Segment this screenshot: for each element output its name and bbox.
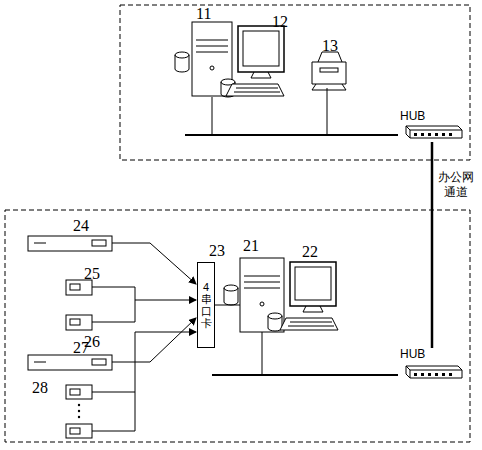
hub-label: HUB <box>400 348 425 360</box>
network-link <box>431 142 434 348</box>
hub-device: HUB <box>398 110 464 142</box>
hub-device: HUB <box>398 348 464 382</box>
callout-number: 23 <box>209 243 225 259</box>
callout-number: 21 <box>243 238 259 254</box>
hub-label: HUB <box>400 110 425 122</box>
serial-card: 4串口卡 <box>197 262 215 348</box>
link-label: 办公网 通道 <box>436 170 476 200</box>
callout-number: 11 <box>196 6 211 22</box>
callout-number: 13 <box>322 38 338 54</box>
office-region <box>120 5 470 160</box>
callout-number: 25 <box>84 266 100 282</box>
callout-number: 28 <box>32 380 48 396</box>
callout-number: 12 <box>272 14 288 30</box>
site-region <box>5 210 470 442</box>
callout-number: 27 <box>73 340 89 356</box>
card-label: 4串口卡 <box>201 281 212 329</box>
callout-number: 24 <box>73 218 89 234</box>
callout-number: 22 <box>302 244 318 260</box>
